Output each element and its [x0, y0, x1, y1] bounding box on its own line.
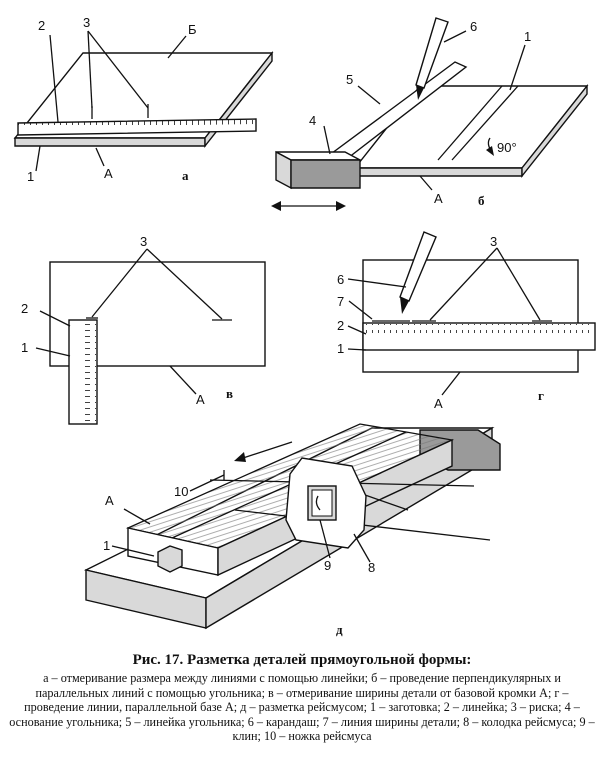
- panel-v: 3 2 1 А в: [21, 234, 266, 425]
- label-b-4: 4: [309, 113, 316, 128]
- sub-v: в: [226, 386, 233, 401]
- label-d-A: А: [105, 493, 114, 508]
- workpiece-b-front: [354, 167, 523, 177]
- pencil-b-tip: [416, 85, 424, 100]
- label-a-A: А: [104, 166, 113, 181]
- ruler-g-scale: [365, 324, 593, 333]
- square-base-side: [290, 159, 361, 189]
- label-v-A: А: [196, 392, 205, 407]
- panel-d: 10 А 1 9 8 д: [83, 423, 501, 637]
- workpiece-b-side: [521, 83, 588, 179]
- label-v-1: 1: [21, 340, 28, 355]
- label-a-3: 3: [83, 15, 90, 30]
- label-g-6: 6: [337, 272, 344, 287]
- workpiece-b: [353, 85, 589, 169]
- label-b-angle: 90°: [497, 140, 517, 155]
- label-b-6: 6: [470, 19, 477, 34]
- panel-b: 4 5 6 1 90° А б: [271, 17, 589, 211]
- label-v-3: 3: [140, 234, 147, 249]
- arrow-right-b: [336, 201, 346, 211]
- sub-b: б: [478, 193, 485, 208]
- sub-a: а: [182, 168, 189, 183]
- label-b-5: 5: [346, 72, 353, 87]
- label-d-1: 1: [103, 538, 110, 553]
- ruler-a-scale: [18, 119, 256, 128]
- label-a-1: 1: [27, 169, 34, 184]
- label-b-A: А: [434, 191, 443, 206]
- label-g-7: 7: [337, 294, 344, 309]
- sub-d: д: [336, 622, 343, 637]
- label-g-A: А: [434, 396, 443, 411]
- label-a-2: 2: [38, 18, 45, 33]
- label-d-10: 10: [174, 484, 188, 499]
- gauge-direction-arrow: [239, 441, 293, 460]
- arrow-left-b: [271, 201, 281, 211]
- label-g-1: 1: [337, 341, 344, 356]
- workpiece-a-front: [14, 137, 206, 147]
- label-v-2: 2: [21, 301, 28, 316]
- figure-caption: Рис. 17. Разметка деталей прямоугольной …: [6, 652, 598, 744]
- caption-text: а – отмеривание размера между линиями с …: [9, 671, 595, 744]
- panel-g: 3 6 7 2 1 А г: [337, 231, 596, 411]
- ruler-v-scale: [82, 322, 96, 422]
- label-d-9: 9: [324, 558, 331, 573]
- label-g-2: 2: [337, 318, 344, 333]
- label-b-1: 1: [524, 29, 531, 44]
- caption-title: Рис. 17. Разметка деталей прямоугольной …: [132, 652, 472, 668]
- small-block-d: [157, 545, 183, 573]
- pencil-g-tip: [400, 297, 409, 314]
- label-g-3: 3: [490, 234, 497, 249]
- sub-g: г: [538, 388, 544, 403]
- panel-a: 2 3 Б 1 А а: [13, 15, 274, 184]
- label-a-B: Б: [188, 22, 197, 37]
- label-d-8: 8: [368, 560, 375, 575]
- figure-illustration: 2 3 Б 1 А а 4 5 6 1 90° А б: [13, 15, 596, 637]
- workpiece-g: [362, 259, 579, 373]
